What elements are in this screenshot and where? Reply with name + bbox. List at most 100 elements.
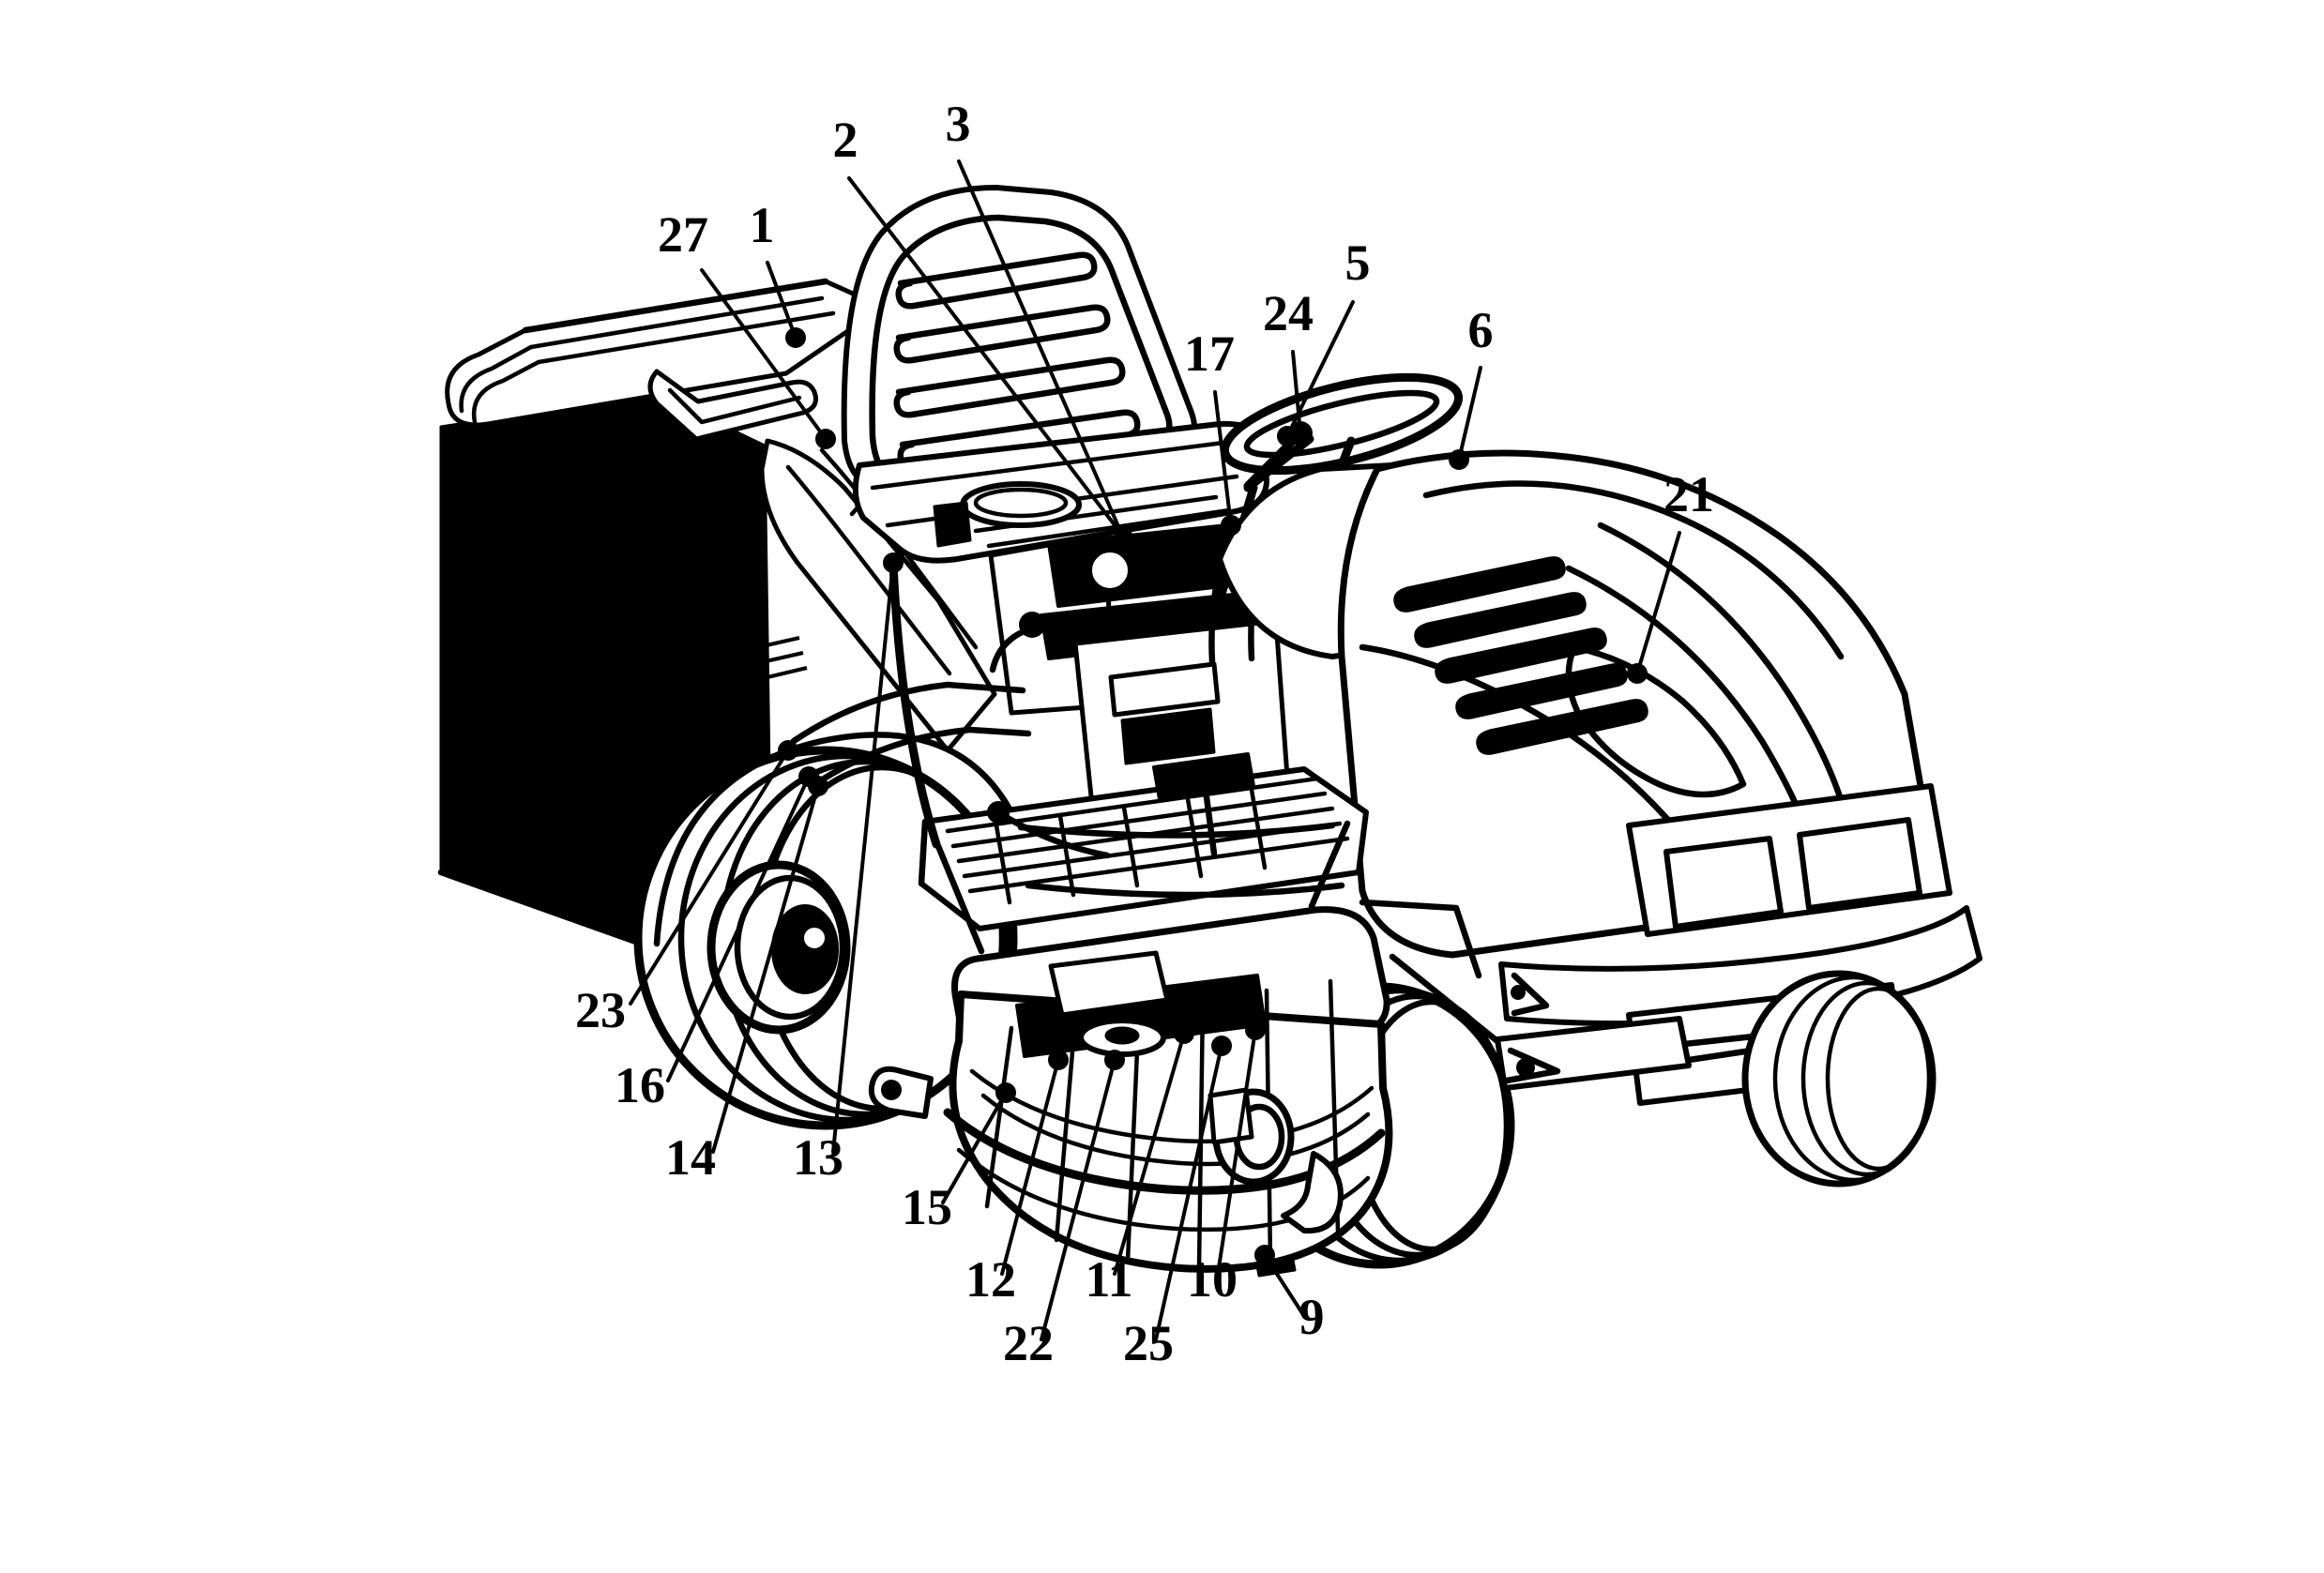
hood-crown-line-a <box>1422 480 1845 660</box>
callout-25: 25 <box>1123 1036 1232 1371</box>
callout-2: 2 <box>833 112 1141 556</box>
frame-rail-lower <box>1025 882 1345 899</box>
lead-line-14 <box>711 784 820 1154</box>
chute-hatch-marks <box>757 636 808 679</box>
reference-numeral-16: 16 <box>615 1057 665 1113</box>
axle-pivot-bolt <box>1516 1058 1535 1077</box>
callout-11: 11 <box>1085 1023 1194 1308</box>
lead-dot-9 <box>1254 1245 1275 1265</box>
reference-numeral-15: 15 <box>902 1179 952 1235</box>
lead-dot-15 <box>995 1082 1016 1103</box>
deck-discharge-stub <box>1281 1151 1344 1234</box>
lead-line-23 <box>629 749 790 1006</box>
callout-16: 16 <box>615 766 819 1113</box>
catcher-lid-crease-a <box>459 295 825 414</box>
lead-dot-12 <box>1048 1050 1069 1070</box>
headlight-right <box>1797 817 1922 911</box>
catcher-lid-crease-b <box>471 310 836 425</box>
lead-line-25 <box>1154 1044 1223 1341</box>
reference-numeral-22: 22 <box>1003 1315 1054 1371</box>
callout-12: 12 <box>965 1050 1069 1308</box>
reference-numeral-2: 2 <box>833 112 858 168</box>
lead-line-11 <box>1113 1032 1186 1276</box>
brake-pedal <box>1152 752 1255 801</box>
lead-dot-23 <box>778 740 798 761</box>
blade-spindle-hub <box>1104 1026 1140 1045</box>
frame-rail-upper <box>1017 822 1336 839</box>
reference-numeral-14: 14 <box>665 1129 716 1186</box>
catcher-chute <box>759 438 997 753</box>
reference-numeral-10: 10 <box>1187 1251 1238 1308</box>
lead-line-10 <box>1216 1028 1257 1276</box>
lead-line-22 <box>1040 1058 1116 1341</box>
callout-9: 9 <box>1254 1245 1325 1345</box>
catcher-handle <box>647 369 818 442</box>
lead-line-2 <box>847 176 1132 548</box>
lift-link-pivot <box>987 801 1010 824</box>
hood-louvers <box>1393 556 1648 755</box>
lead-line-15 <box>941 1091 1008 1204</box>
lead-line-1 <box>766 261 797 340</box>
reference-numeral-12: 12 <box>965 1251 1016 1308</box>
lead-line-5 <box>1285 300 1355 438</box>
belt-cover <box>1048 950 1170 1018</box>
lead-line-16 <box>666 775 811 1082</box>
callout-21: 21 <box>1627 466 1714 684</box>
lead-dot-11 <box>1174 1023 1194 1044</box>
reference-numeral-6: 6 <box>1468 302 1494 358</box>
reference-numeral-1: 1 <box>750 197 775 253</box>
lead-line-24 <box>1291 350 1302 435</box>
rear-hub-cap <box>771 904 839 994</box>
callout-3: 3 <box>946 96 1134 550</box>
console-badge <box>1120 707 1216 765</box>
callout-17: 17 <box>1184 325 1241 536</box>
lift-linkage-rod <box>889 558 941 849</box>
hood-emblem-panel <box>1565 643 1747 798</box>
callout-13: 13 <box>793 552 904 1186</box>
left-side-panel <box>790 681 1032 786</box>
axle-gusset <box>1503 1047 1561 1084</box>
chassis-frame <box>1017 822 1501 1045</box>
reference-numeral-13: 13 <box>793 1129 843 1186</box>
lead-line-21 <box>1635 531 1681 675</box>
lead-dot-27 <box>815 429 836 449</box>
steering-wheel-spoke-center <box>1243 434 1314 492</box>
side-panel-edge-2 <box>814 726 1032 786</box>
callout-10: 10 <box>1187 1020 1266 1308</box>
lead-dot-10 <box>1245 1020 1266 1040</box>
far-front-tire-band-3 <box>1825 986 1932 1172</box>
reference-numeral-25: 25 <box>1123 1315 1174 1371</box>
grass-catcher-lid <box>445 279 866 428</box>
lead-dot-3 <box>1114 529 1134 550</box>
reference-numeral-3: 3 <box>946 96 971 152</box>
callout-14: 14 <box>665 776 828 1186</box>
lead-dot-21 <box>1627 663 1648 684</box>
rear-hub-nut <box>800 924 828 952</box>
frame-cross-member <box>1359 899 1482 979</box>
lift-linkage-arm <box>995 809 1111 859</box>
deck-hanger-rear <box>934 842 985 955</box>
callout-22: 22 <box>1003 1050 1125 1371</box>
reference-numeral-11: 11 <box>1085 1251 1132 1308</box>
chute-fold <box>785 464 952 676</box>
lead-dot-13 <box>883 552 904 573</box>
deck-hanger-front <box>1308 820 1351 910</box>
lead-dot-1 <box>785 327 806 348</box>
seat-back-slots <box>893 251 1141 471</box>
callout-23: 23 <box>575 740 798 1038</box>
callout-15: 15 <box>902 1082 1016 1235</box>
callout-5: 5 <box>1277 234 1371 446</box>
lead-dot-6 <box>1449 449 1469 470</box>
headlight-left <box>1663 836 1784 930</box>
far-front-wheel <box>1741 970 1937 1187</box>
lead-line-3 <box>957 159 1126 541</box>
lead-line-13 <box>831 561 895 1154</box>
callout-6: 6 <box>1449 302 1494 470</box>
lead-dot-17 <box>1221 515 1241 536</box>
steering-column-shroud <box>1208 518 1235 666</box>
lead-line-27 <box>700 268 828 441</box>
deck-skid-pivot <box>881 1080 902 1100</box>
lead-dot-5 <box>1277 426 1298 446</box>
